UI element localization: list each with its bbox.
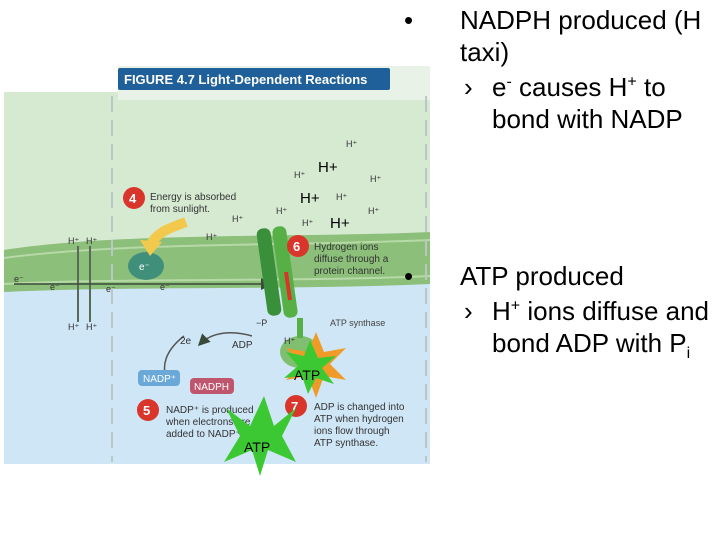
nadph-bullet: •NADPH produced (H taxi) ›e- causes H+ t… bbox=[404, 5, 702, 134]
thylakoid-space bbox=[4, 92, 430, 250]
svg-text:e⁻: e⁻ bbox=[106, 284, 116, 294]
step-6-text: Hydrogen ions diffuse through a protein … bbox=[314, 242, 391, 277]
svg-text:5: 5 bbox=[143, 403, 150, 418]
atp-star-bottom: ATP bbox=[224, 396, 296, 476]
svg-text:ATP: ATP bbox=[294, 367, 320, 383]
svg-text:6: 6 bbox=[293, 239, 300, 254]
hydrogen-ion-labels: H⁺ H⁺ H⁺ H⁺ H⁺ H⁺ H⁺ H⁺ H⁺ H⁺ H⁺ H⁺ H⁺ bbox=[68, 139, 381, 332]
nadph-bullet-text: NADPH produced (H taxi) bbox=[460, 5, 702, 67]
figure-title: FIGURE 4.7 Light-Dependent Reactions bbox=[124, 72, 367, 87]
electron-labels: e⁻ e⁻ e⁻ e⁻ bbox=[14, 274, 170, 294]
nadph-box bbox=[190, 378, 234, 394]
step-5-text: NADP⁺ is produced when electrons are add… bbox=[165, 405, 256, 440]
svg-text:H+: H+ bbox=[300, 190, 320, 207]
svg-text:e⁻: e⁻ bbox=[14, 274, 24, 284]
added-h-labels: H+ H+ H+ bbox=[300, 159, 350, 232]
svg-text:ATP: ATP bbox=[244, 439, 270, 455]
adp-label: ADP bbox=[232, 340, 253, 351]
svg-text:H⁺: H⁺ bbox=[68, 322, 79, 332]
svg-text:e⁻: e⁻ bbox=[160, 282, 170, 292]
svg-text:H⁺: H⁺ bbox=[232, 214, 243, 224]
svg-text:H+: H+ bbox=[330, 215, 350, 232]
step-6-badge bbox=[287, 235, 309, 257]
svg-text:H⁺: H⁺ bbox=[276, 206, 287, 216]
svg-text:H⁺: H⁺ bbox=[336, 192, 347, 202]
electron-carrier-protein bbox=[128, 252, 164, 280]
step-4-badge bbox=[123, 187, 145, 209]
svg-text:H⁺: H⁺ bbox=[346, 139, 357, 149]
svg-text:H⁺: H⁺ bbox=[302, 218, 313, 228]
atp-bullet-text: ATP produced bbox=[460, 261, 624, 291]
atp-sub-text: H+ ions diffuse and bond ADP with Pi bbox=[492, 296, 710, 363]
svg-text:7: 7 bbox=[291, 399, 298, 414]
svg-text:e⁻: e⁻ bbox=[139, 262, 150, 273]
step-4-text: Energy is absorbed from sunlight. bbox=[150, 192, 239, 215]
atp-bullet: •ATP produced ›H+ ions diffuse and bond … bbox=[404, 261, 710, 363]
svg-text:H+: H+ bbox=[318, 159, 338, 176]
svg-text:H⁺: H⁺ bbox=[68, 236, 79, 246]
two-electrons-label: 2e bbox=[180, 336, 192, 347]
svg-text:H⁺: H⁺ bbox=[284, 336, 295, 346]
thylakoid-membrane bbox=[4, 232, 430, 292]
nadp-box bbox=[138, 370, 180, 386]
atp-synthase-label: ATP synthase bbox=[330, 318, 385, 328]
svg-text:4: 4 bbox=[129, 191, 137, 206]
svg-text:−P: −P bbox=[256, 318, 267, 328]
hydrogen-flow-arrow bbox=[284, 271, 292, 301]
step-5-badge bbox=[137, 399, 159, 421]
nadph-sub-text: e- causes H+ to bond with NADP bbox=[492, 72, 683, 134]
svg-text:e⁻: e⁻ bbox=[50, 282, 60, 292]
atp-star-synthase: ATP bbox=[284, 332, 346, 398]
figure-title-bar bbox=[118, 68, 390, 90]
svg-text:NADPH: NADPH bbox=[194, 382, 229, 393]
svg-text:H⁺: H⁺ bbox=[368, 206, 379, 216]
step-7-text: ADP is changed into ATP when hydrogen io… bbox=[314, 402, 407, 449]
svg-text:H⁺: H⁺ bbox=[370, 174, 381, 184]
svg-text:NADP⁺: NADP⁺ bbox=[143, 374, 176, 385]
svg-text:H⁺: H⁺ bbox=[294, 170, 305, 180]
svg-text:H⁺: H⁺ bbox=[86, 236, 97, 246]
svg-text:H⁺: H⁺ bbox=[86, 322, 97, 332]
stroma-region bbox=[4, 280, 430, 464]
svg-text:H⁺: H⁺ bbox=[206, 232, 217, 242]
step-7-badge bbox=[285, 395, 307, 417]
